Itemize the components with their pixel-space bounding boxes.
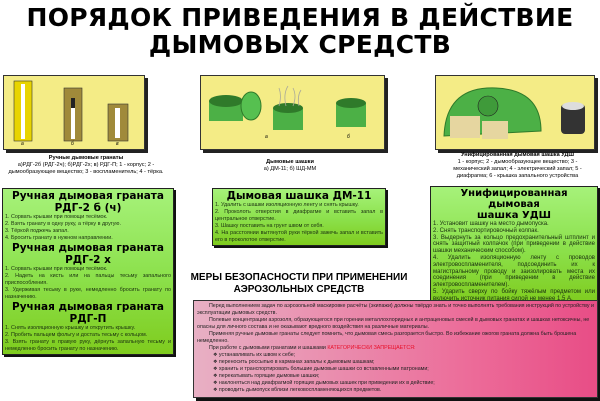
step: 4. На расстоянии вытянутой руки тёркой з…: [215, 230, 383, 243]
title-line-2: ДЫМОВЫХ СРЕДСТВ: [148, 30, 452, 59]
rdgp-title-1: Ручная дымовая граната: [12, 301, 164, 313]
rdg2x-title-2: РДГ-2 х: [65, 254, 111, 266]
step: 2. Надеть на кисть или на пальцы тесьму …: [5, 273, 171, 286]
figure-label-b: б: [347, 134, 350, 140]
dm11-instructions: Дымовая шашка ДМ-11 1. Удалить с шашки и…: [212, 188, 386, 246]
safety-title-1: МЕРЫ БЕЗОПАСНОСТИ ПРИ ПРИМЕНЕНИИ: [190, 272, 408, 283]
figure-label-b: б: [71, 141, 74, 147]
grenades-caption-text: а)РДГ-2б (РДГ-2ч); б)РДГ-2х; в) РДГ-П; 1…: [8, 162, 164, 175]
rdg2b-title-2: РДГ-2 б (ч): [54, 202, 122, 214]
rdg2x-title-1: Ручная дымовая граната: [12, 242, 164, 254]
list-item: перекатывать горящие дымовые шашки;: [197, 373, 594, 380]
step: 1. Снять изоляционную крышку и открутить…: [5, 325, 136, 331]
rdgp-title-2: РДГ-П: [69, 313, 107, 325]
udsh-illustration: [435, 75, 595, 150]
step: 3. Взять гранату в правую руку, дёрнуть …: [5, 339, 171, 352]
smoke-pots-caption: Дымовые шашки а) ДМ-11; б) ШД-ММ: [230, 159, 350, 173]
figure-label-a: а: [21, 141, 24, 147]
step: 4. Бросить гранату в нужном направлении.: [5, 235, 113, 241]
step: 3. Тёркой поджечь запал.: [5, 228, 69, 234]
udsh-drawing: [443, 87, 585, 139]
step: 2. Пробить пальцем фольгу и достать тесь…: [5, 332, 148, 338]
smoke-pots-illustration: а б: [200, 75, 385, 150]
rdg2b-title-1: Ручная дымовая граната: [12, 190, 164, 202]
step: 1. Сорвать крышки при помощи тесёмок.: [5, 266, 108, 272]
title-line-1: ПОРЯДОК ПРИВЕДЕНИЯ В ДЕЙСТВИЕ: [26, 3, 574, 32]
grenades-drawing: [13, 80, 129, 142]
step: 5. Ударить сверху по бойку тяжёлым предм…: [433, 288, 595, 302]
step: 1. Установит шашку на место дымопуска.: [433, 221, 549, 227]
udsh-caption-text: 1 - корпус; 2 - дымообразующее вещество;…: [453, 159, 582, 179]
step: 2. Проколоть отверстия в диафрагме и вст…: [215, 209, 383, 222]
figure-label-a: а: [265, 134, 268, 140]
smoke-pots-caption-title: Дымовые шашки: [266, 159, 314, 165]
smoke-pots-caption-text: а) ДМ-11; б) ШД-ММ: [263, 166, 317, 172]
safety-paragraph: Применяя ручные дымовые гранаты следует …: [197, 331, 577, 344]
list-item: наклоняться над диафрагмой горящих дымов…: [197, 380, 594, 387]
udsh-title-2: шашка УДШ: [477, 210, 551, 221]
prohibition-list: устанавливать их швом к себе; переносить…: [197, 352, 594, 394]
list-item: проводить дымопуск вблизи легковоспламен…: [197, 387, 594, 394]
smoke-pots-drawing: [209, 85, 366, 130]
step: 3. Шашку поставить на грунт швом от себя…: [215, 223, 324, 229]
step: 3. Выдернуть за кольцо предохранительный…: [433, 234, 595, 255]
figure-label-v: в: [116, 141, 119, 147]
step: 2. Снять транспортировочный колпак.: [433, 227, 539, 234]
list-item: переносить россыпью в карманах запалы к …: [197, 359, 594, 366]
list-item: хранить и транспортировать большие дымов…: [197, 366, 594, 373]
step: 1. Удалить с шашки изоляционную ленту и …: [215, 202, 359, 208]
step: 4. Удалить изоляционную ленту с проводов…: [433, 254, 595, 289]
prohibition-warning: КАТЕГОРИЧЕСКИ ЗАПРЕЩАЕТСЯ:: [327, 345, 416, 351]
poster-title: ПОРЯДОК ПРИВЕДЕНИЯ В ДЕЙСТВИЕ ДЫМОВЫХ СР…: [0, 4, 600, 58]
dm11-title: Дымовая шашка ДМ-11: [226, 190, 372, 202]
prohibition-intro-text: При работе с дымовыми гранатами и шашкам…: [209, 345, 326, 351]
udsh-title-1: Унифицированная дымовая: [460, 188, 568, 210]
udsh-caption: Унифицированная дымовая шашка УДШ 1 - ко…: [440, 152, 595, 180]
grenades-caption: Ручные дымовые гранаты а)РДГ-2б (РДГ-2ч)…: [2, 155, 170, 176]
list-item: устанавливать их швом к себе;: [197, 352, 594, 359]
grenades-caption-title: Ручные дымовые гранаты: [48, 155, 124, 161]
safety-title: МЕРЫ БЕЗОПАСНОСТИ ПРИ ПРИМЕНЕНИИ АЭРОЗОЛ…: [170, 272, 428, 296]
safety-paragraph: Полевые концентрации аэрозоля, образующе…: [197, 317, 590, 330]
grenades-illustration: а б в: [3, 75, 145, 150]
safety-rules: Перед выполнением задач по аэрозольной м…: [193, 300, 598, 398]
step: 3. Удерживая тесьму в руке, немедленно б…: [5, 287, 171, 300]
step: 1. Сорвать крышки при помощи тесёмок.: [5, 214, 108, 220]
udsh-caption-title: Унифицированная дымовая шашка УДШ: [460, 152, 575, 158]
safety-paragraph: Перед выполнением задач по аэрозольной м…: [197, 303, 594, 316]
step: 2. Взять гранату в одну руку, а тёрку в …: [5, 221, 121, 227]
safety-title-2: АЭРОЗОЛЬНЫХ СРЕДСТВ: [233, 284, 365, 295]
prohibition-intro: При работе с дымовыми гранатами и шашкам…: [197, 345, 594, 352]
